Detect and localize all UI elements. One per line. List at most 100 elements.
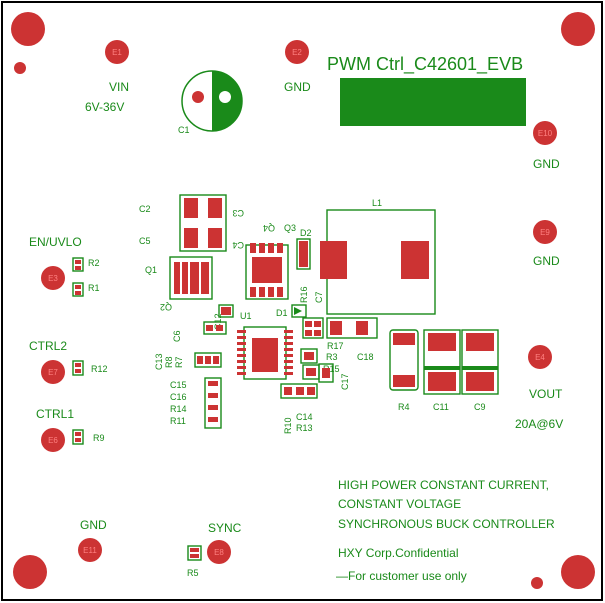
r15-ref: R15 (323, 364, 340, 374)
c9-polarity-bar (462, 366, 498, 370)
q1-pad-4 (201, 262, 209, 294)
terminal-e1 (105, 40, 129, 64)
r9-pad-2 (75, 438, 81, 442)
q3-pad-7 (268, 287, 274, 297)
c9-ref: C9 (474, 402, 486, 412)
vout-label: VOUT (529, 387, 563, 401)
r16-ref: R16 (299, 286, 309, 303)
c15-ref: C15 (170, 380, 187, 390)
en-uvlo-label: EN/UVLO (29, 235, 82, 249)
mounting-hole-bottom-right (561, 555, 595, 589)
terminal-e8-label: E8 (214, 548, 224, 557)
r7-pad (213, 356, 219, 364)
d1-outline (291, 304, 307, 318)
c6-pad-2 (216, 325, 223, 331)
r2-ref: R2 (88, 258, 100, 268)
r10-pad (284, 387, 292, 395)
r7-ref: R7 (174, 356, 184, 368)
r2-outline (72, 257, 84, 272)
r12-outline (72, 360, 84, 376)
q3-pad-2 (259, 243, 265, 253)
r5-pad (190, 548, 199, 552)
c14-pad (296, 387, 304, 395)
r10-ref: R10 (283, 417, 293, 434)
r16-pad-2 (305, 330, 312, 336)
r14-ref: R14 (170, 404, 187, 414)
c4-ref: C4 (232, 240, 244, 250)
q4-ref: Q4 (263, 223, 275, 233)
vin-label: VIN (109, 80, 129, 94)
r4-pad-bottom (393, 375, 415, 387)
c12-pad (221, 307, 231, 315)
q3-ref: Q3 (284, 223, 296, 233)
r9-ref: R9 (93, 433, 105, 443)
r1-outline (72, 282, 84, 297)
c2-c5-outline (179, 194, 227, 252)
terminal-e10-label: E10 (538, 129, 553, 138)
c17-ref: C17 (340, 373, 350, 390)
r15-pad (306, 368, 316, 376)
q3-pad-3 (268, 243, 274, 253)
terminal-e11-label: E11 (83, 546, 97, 555)
c13-pad (197, 356, 203, 364)
customer-use-note: —For customer use only (336, 569, 467, 583)
c15-r11-stack-outline (204, 377, 222, 429)
u1-ref: U1 (240, 311, 252, 321)
r17-pad (330, 321, 342, 335)
q3-pad-8 (277, 287, 283, 297)
u1-thermal-pad (252, 338, 278, 372)
c18-ref: C18 (357, 352, 374, 362)
r17-c18-outline (326, 317, 378, 339)
l1-pad-right (401, 241, 429, 279)
c1-ref: C1 (178, 125, 190, 135)
c9-outline (461, 329, 499, 395)
c11-pad-bottom (428, 372, 456, 391)
c6-outline (203, 321, 227, 335)
c5-ref: C5 (139, 236, 151, 246)
c1-pad-positive (192, 91, 204, 103)
terminal-e7 (41, 360, 65, 384)
c16-pad (208, 393, 218, 398)
terminal-e9 (533, 220, 557, 244)
r11-ref: R11 (170, 416, 186, 426)
u1-pins-right (284, 330, 293, 375)
r11-pad (208, 417, 218, 422)
r13-ref: R13 (296, 423, 313, 433)
c15-pad (208, 381, 218, 386)
terminal-e1-label: E1 (112, 48, 122, 57)
c11-polarity-bar (424, 366, 460, 370)
q3-pad-6 (259, 287, 265, 297)
q1-ref: Q1 (145, 265, 157, 275)
label-block (340, 78, 526, 126)
r4-outline (389, 329, 419, 391)
d2-ref: D2 (300, 228, 312, 238)
gnd-label-top: GND (284, 80, 311, 94)
c9-pad-bottom (466, 372, 494, 391)
terminal-e6 (41, 428, 65, 452)
c2-pad-left (184, 198, 198, 218)
q3-outline (245, 244, 289, 300)
c17-pad (322, 368, 330, 378)
u1-pins-left (237, 330, 246, 375)
description-line-1: HIGH POWER CONSTANT CURRENT, (338, 478, 549, 492)
r12-pad-2 (75, 369, 81, 373)
q1-pad-1 (174, 262, 180, 294)
c7-pad (314, 321, 321, 327)
fiducial-bottom-right (531, 577, 543, 589)
r16-c7-outline (302, 317, 324, 339)
r9-outline (72, 429, 84, 445)
d2-outline (296, 238, 311, 270)
c2-pad-right (208, 198, 222, 218)
c7-pad-2 (314, 330, 321, 336)
c11-ref: C11 (433, 402, 449, 412)
r1-pad (75, 285, 81, 289)
c9-pad-top (466, 333, 494, 351)
r3-pad (304, 352, 314, 360)
r3-outline (300, 348, 318, 364)
terminal-e11 (78, 538, 102, 562)
r13-pad (307, 387, 315, 395)
r1-ref: R1 (88, 283, 100, 293)
u1-outline (243, 326, 287, 380)
r3-ref: R3 (326, 352, 338, 362)
